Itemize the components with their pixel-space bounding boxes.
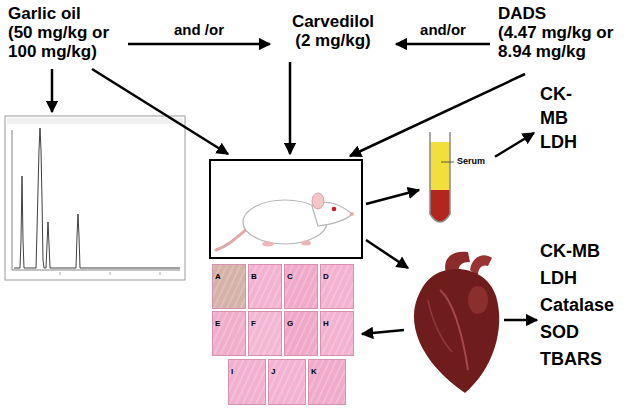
heart-illustration <box>414 269 499 393</box>
heart-illustration <box>428 300 452 352</box>
leader-line <box>441 162 454 163</box>
histology-panel: K <box>308 359 346 405</box>
rat-illustration <box>301 241 311 246</box>
flow-arrow <box>366 240 408 268</box>
rat-illustration <box>216 228 248 250</box>
histology-panel: D <box>320 264 354 309</box>
label-text: (50 mg/kg or 100 mg/kg) <box>8 23 120 61</box>
histology-panel: J <box>268 359 306 405</box>
panel-letter: F <box>249 318 258 329</box>
label-text: CK-MB LDH Catalase SOD TBARS <box>540 238 614 373</box>
histology-panel: G <box>284 311 318 356</box>
rat-illustration <box>210 160 362 258</box>
chromatogram <box>14 128 180 268</box>
treatment-label: Garlic oil(50 mg/kg or 100 mg/kg) <box>8 4 120 61</box>
flow-arrow <box>289 62 292 154</box>
flow-arrow <box>366 190 419 204</box>
histology-panel: A <box>212 264 246 309</box>
treatment-label: DADS(4.47 mg/kg or 8.94 mg/kg <box>498 4 620 61</box>
histology-panel: H <box>320 311 354 356</box>
chromatogram <box>160 272 161 275</box>
panel-letter: D <box>321 271 331 282</box>
serum-tube: Serum <box>425 128 489 232</box>
edge-label: and /or <box>172 21 226 39</box>
flow-arrow <box>52 62 537 334</box>
label-text: Garlic oil <box>8 4 120 23</box>
panel-letter: B <box>249 271 259 282</box>
histology-panel: E <box>212 311 246 356</box>
chromatogram <box>60 272 61 275</box>
label-text: CK-MB LDH <box>540 82 577 154</box>
flow-arrow <box>396 43 490 46</box>
flow-arrow <box>495 133 534 157</box>
panel-letter: E <box>213 318 222 329</box>
heart-illustration <box>414 252 499 393</box>
tube-outline <box>425 128 489 232</box>
histology-panel: C <box>284 264 318 309</box>
rat-illustration <box>350 212 354 216</box>
assay-list: CK-MB LDH <box>540 82 577 154</box>
flow-arrow <box>92 69 228 154</box>
treatment-label: Carvedilol(2 mg/kg) <box>278 12 388 50</box>
label-text: Carvedilol <box>278 12 388 31</box>
panel-letter: A <box>213 271 223 282</box>
histology-panel: F <box>248 311 282 356</box>
edge-label: and/or <box>418 21 468 39</box>
label-text: (2 mg/kg) <box>278 31 388 50</box>
chromatogram <box>110 272 111 275</box>
panel-letter: G <box>285 318 295 329</box>
panel-letter: H <box>321 318 331 329</box>
panel-letter: I <box>229 366 235 377</box>
panel-letter: C <box>285 271 295 282</box>
rat-illustration <box>312 193 324 209</box>
flow-arrow <box>504 319 537 322</box>
chromatogram <box>5 116 185 280</box>
histology-panel: B <box>248 264 282 309</box>
label-text: DADS <box>498 4 620 23</box>
tube-wall <box>430 132 450 222</box>
chromatogram <box>7 118 183 124</box>
chromatogram <box>12 130 13 270</box>
sample-label: Serum <box>457 128 489 167</box>
flow-arrow <box>51 69 54 112</box>
flow-arrow <box>128 43 270 46</box>
flow-arrow <box>362 330 404 334</box>
histology-panel: I <box>228 359 266 405</box>
heart-illustration <box>468 286 488 314</box>
rat-illustration <box>262 242 274 247</box>
panel-letter: J <box>269 366 277 377</box>
panel-letter: K <box>309 366 319 377</box>
rat-illustration <box>210 160 362 258</box>
label-text: (4.47 mg/kg or 8.94 mg/kg <box>498 23 620 61</box>
chromatogram <box>5 116 185 280</box>
rat-illustration <box>332 207 337 212</box>
assay-list: CK-MB LDH Catalase SOD TBARS <box>540 238 614 373</box>
chromatogram <box>12 270 180 271</box>
heart-illustration <box>440 290 468 370</box>
